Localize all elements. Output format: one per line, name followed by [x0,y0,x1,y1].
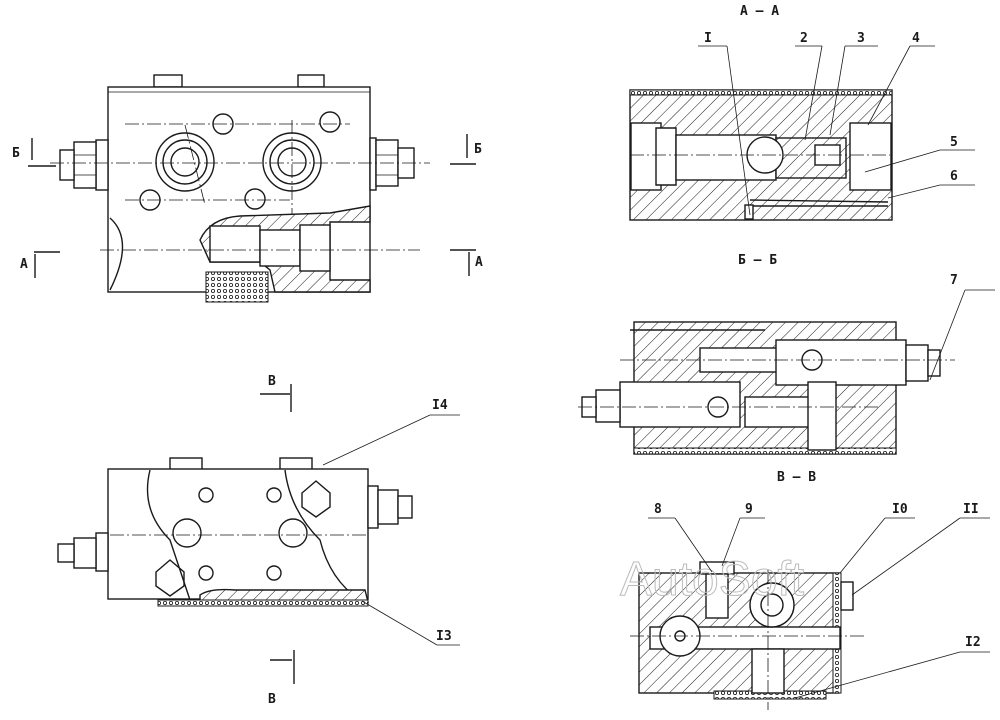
cut-label: В [268,374,276,389]
callout-11: II [963,502,979,517]
cut-mark-a-left: А [20,251,60,278]
cut-mark-a-right: А [450,249,483,276]
bottom-view: В В I4 I3 [57,374,460,707]
bolt-hole [319,111,341,133]
callout-13: I3 [436,629,452,644]
left-fitting [59,139,109,191]
section-a-a: А – А I 2 3 4 5 6 [629,4,975,221]
top-view: Б Б А А [12,74,483,303]
cut-label: А [475,255,483,270]
bottom-seal [205,271,269,303]
cut-label: В [268,692,276,707]
cut-label: А [20,257,28,272]
callout-7: 7 [950,273,958,288]
port-circle-left [155,132,215,192]
valve-block-side [107,468,369,600]
section-title-b-b: Б – Б [738,253,777,268]
callout-9: 9 [745,502,753,517]
section-v-v: В – В AutoSoft 8 9 I0 II I2 [620,470,990,710]
right-fitting [369,137,415,191]
callout-1: I [704,31,712,46]
cut-label: Б [474,142,482,157]
top-plug-left [153,74,183,88]
callout-4: 4 [912,31,920,46]
callout-6: 6 [950,169,958,184]
callout-14: I4 [432,398,448,413]
callout-8: 8 [654,502,662,517]
section-title-a-a: А – А [740,4,779,19]
callout-3: 3 [857,31,865,46]
watermark: AutoSoft [620,553,804,606]
cut-mark-b-right: Б [450,134,482,165]
cut-label: Б [12,146,20,161]
bolt-hole [244,188,266,210]
cut-mark-b-left: Б [12,138,56,167]
callout-10: I0 [892,502,908,517]
callout-12: I2 [965,635,981,650]
section-title-v-v: В – В [777,470,816,485]
callout-2: 2 [800,31,808,46]
top-plug-right [297,74,325,88]
callout-5: 5 [950,135,958,150]
section-b-b: Б – Б 7 [578,253,995,455]
